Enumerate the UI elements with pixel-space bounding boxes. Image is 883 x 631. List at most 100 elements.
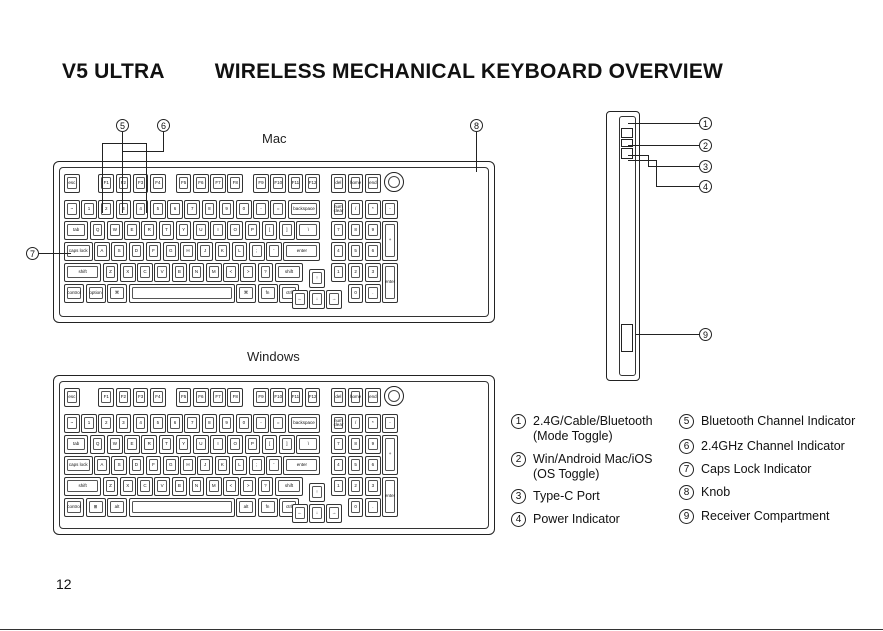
key[interactable]: U xyxy=(193,221,209,240)
key[interactable]: B xyxy=(171,263,188,282)
key[interactable]: shift xyxy=(274,477,304,496)
key[interactable]: ; xyxy=(248,456,265,475)
knob[interactable] xyxy=(383,386,404,406)
key[interactable]: 4 xyxy=(132,414,149,433)
key-space[interactable] xyxy=(128,498,235,517)
key[interactable]: 5 xyxy=(150,200,166,219)
key[interactable]: D xyxy=(128,456,145,475)
key-caps-lock[interactable]: caps lock xyxy=(64,456,93,475)
key[interactable]: 1 xyxy=(330,263,347,282)
key-home[interactable]: home xyxy=(347,388,364,407)
key-f4[interactable]: F4 xyxy=(150,174,166,193)
key-enter[interactable]: enter xyxy=(382,263,398,303)
key-left[interactable]: ← xyxy=(291,504,308,523)
key-f11[interactable]: F11 xyxy=(287,174,304,193)
key[interactable]: 7 xyxy=(184,200,201,219)
key-end[interactable]: end xyxy=(365,388,381,407)
key[interactable]: option xyxy=(85,284,106,303)
key[interactable]: K xyxy=(214,242,231,261)
key[interactable]: T xyxy=(158,221,175,240)
key[interactable]: K xyxy=(214,456,231,475)
key-f3[interactable]: F3 xyxy=(132,388,149,407)
key[interactable]: num clear xyxy=(330,414,347,433)
key[interactable]: enter xyxy=(283,456,321,475)
key[interactable]: 7 xyxy=(184,414,201,433)
key-home[interactable]: home xyxy=(347,174,364,193)
key[interactable]: 1 xyxy=(81,200,97,219)
key[interactable]: ] xyxy=(279,221,295,240)
key[interactable]: C xyxy=(137,477,153,496)
key[interactable]: shift xyxy=(64,263,102,282)
key[interactable]: shift xyxy=(64,477,102,496)
key-f12[interactable]: F12 xyxy=(304,388,321,407)
key[interactable]: 9 xyxy=(365,221,381,240)
key-f5[interactable]: F5 xyxy=(175,174,192,193)
key[interactable]: H xyxy=(180,242,196,261)
key[interactable]: G xyxy=(162,242,179,261)
key[interactable]: 0 xyxy=(236,414,252,433)
key-f7[interactable]: F7 xyxy=(210,388,226,407)
key[interactable]: tab xyxy=(64,221,89,240)
key[interactable]: \ xyxy=(296,435,321,454)
key[interactable]: Y xyxy=(175,435,192,454)
key[interactable]: C xyxy=(137,263,153,282)
key[interactable]: ⊞ xyxy=(85,498,106,517)
key[interactable]: I xyxy=(210,435,226,454)
key-right[interactable]: → xyxy=(326,290,342,309)
key[interactable]: 3 xyxy=(365,263,381,282)
key[interactable]: R xyxy=(141,221,158,240)
key[interactable]: 1 xyxy=(330,477,347,496)
key[interactable]: backspace xyxy=(287,200,321,219)
key[interactable]: R xyxy=(141,435,158,454)
key[interactable]: \ xyxy=(296,221,321,240)
key[interactable]: ~ xyxy=(64,414,80,433)
key[interactable]: - xyxy=(382,200,398,219)
key[interactable]: 6 xyxy=(167,414,183,433)
key[interactable]: = xyxy=(270,200,287,219)
key[interactable]: Q xyxy=(89,221,106,240)
key-f10[interactable]: F10 xyxy=(270,388,287,407)
key-f10[interactable]: F10 xyxy=(270,174,287,193)
key[interactable]: 6 xyxy=(365,242,381,261)
key[interactable]: [ xyxy=(261,221,278,240)
key[interactable]: 8 xyxy=(201,200,218,219)
key[interactable]: B xyxy=(171,477,188,496)
key[interactable]: 6 xyxy=(167,200,183,219)
key[interactable]: ' xyxy=(266,242,282,261)
key[interactable]: A xyxy=(94,242,110,261)
key-f1[interactable]: F1 xyxy=(98,388,115,407)
key-esc[interactable]: esc xyxy=(64,174,80,193)
key[interactable]: E xyxy=(124,221,140,240)
key[interactable]: Y xyxy=(175,221,192,240)
key[interactable]: . xyxy=(365,498,381,517)
key-esc[interactable]: esc xyxy=(64,388,80,407)
key-f1[interactable]: F1 xyxy=(98,174,115,193)
key[interactable]: / xyxy=(347,200,364,219)
key[interactable]: 5 xyxy=(347,242,364,261)
key[interactable]: O xyxy=(227,221,244,240)
key[interactable]: I xyxy=(210,221,226,240)
key[interactable]: 9 xyxy=(218,200,235,219)
key[interactable]: 7 xyxy=(330,435,347,454)
key-end[interactable]: end xyxy=(365,174,381,193)
key[interactable]: tab xyxy=(64,435,89,454)
key[interactable]: H xyxy=(180,456,196,475)
key[interactable]: T xyxy=(158,435,175,454)
key[interactable]: ? xyxy=(257,263,274,282)
key[interactable]: - xyxy=(382,414,398,433)
key[interactable]: S xyxy=(111,242,127,261)
key[interactable]: 8 xyxy=(347,435,364,454)
key[interactable]: 6 xyxy=(365,456,381,475)
key[interactable]: + xyxy=(382,435,398,475)
key[interactable]: ' xyxy=(266,456,282,475)
key[interactable]: [ xyxy=(261,435,278,454)
key-del[interactable]: del xyxy=(330,174,347,193)
key[interactable]: Q xyxy=(89,435,106,454)
key[interactable]: 3 xyxy=(365,477,381,496)
key[interactable]: M xyxy=(205,477,222,496)
key[interactable]: - xyxy=(253,200,269,219)
key[interactable]: num clear xyxy=(330,200,347,219)
key[interactable]: N xyxy=(188,477,205,496)
key-f2[interactable]: F2 xyxy=(115,388,132,407)
key[interactable]: enter xyxy=(283,242,321,261)
